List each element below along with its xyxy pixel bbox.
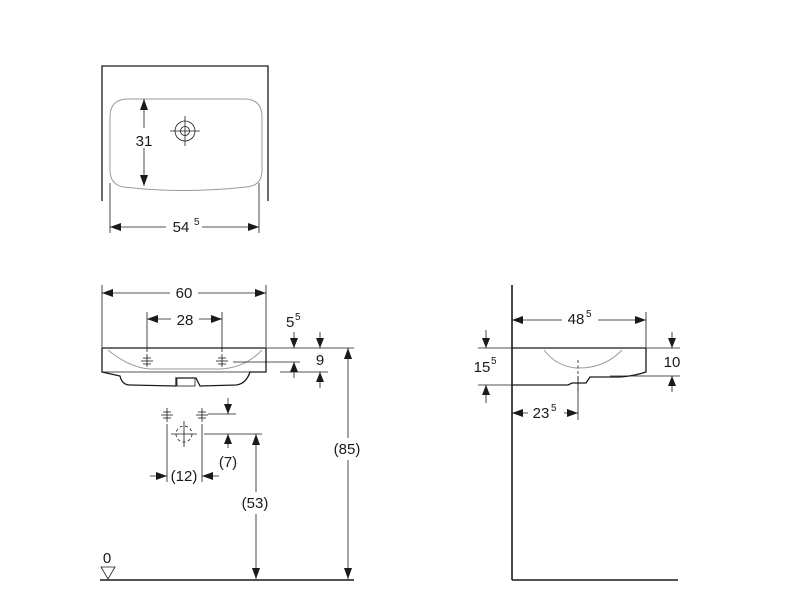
dim-side-thickness-label: 10 xyxy=(664,354,681,371)
dimension-overall-height: (85) xyxy=(330,348,366,579)
dimension-total-width: 60 xyxy=(101,282,267,347)
top-view-outline xyxy=(101,65,269,201)
dim-drain-height-label: (53) xyxy=(242,495,269,512)
dim-supply-height-label: (7) xyxy=(219,454,237,471)
dim-side-depth-sup: 5 xyxy=(586,309,592,320)
dim-bowl-width-sup: 5 xyxy=(194,217,200,228)
dimension-drain-distance: 23 5 xyxy=(512,392,579,423)
dim-side-height-label: 15 xyxy=(474,359,491,376)
floor-level: 0 xyxy=(100,550,354,581)
dim-rim-offset-label: 5 xyxy=(286,314,294,331)
front-view-basin xyxy=(101,347,267,387)
supply-cold-icon xyxy=(161,408,173,422)
dimension-rim: 5 5 9 xyxy=(233,312,354,388)
dimension-drain-height: (53) xyxy=(238,434,274,579)
dim-drain-distance-label: 23 xyxy=(533,405,550,422)
side-view-basin xyxy=(512,347,647,386)
front-view: 60 28 5 5 9 xyxy=(100,282,366,581)
dim-tap-spacing-label: 28 xyxy=(177,312,194,329)
top-view-bowl xyxy=(109,98,263,191)
tap-hole-right-icon xyxy=(216,354,228,367)
dim-overall-height-label: (85) xyxy=(334,441,361,458)
dimension-bowl-width: 54 5 xyxy=(109,183,260,237)
dim-side-height-sup: 5 xyxy=(491,356,497,367)
dimension-supply-spacing: (12) xyxy=(150,424,219,485)
top-view: 31 54 5 xyxy=(101,65,269,237)
dimension-side-thickness: 10 xyxy=(610,332,680,392)
dimension-side-height: 15 5 xyxy=(474,330,512,403)
tap-hole-icon xyxy=(170,116,200,146)
dim-rim-offset-sup: 5 xyxy=(295,312,301,323)
dim-total-width-label: 60 xyxy=(176,285,193,302)
dimension-tap-spacing: 28 xyxy=(146,309,223,352)
drain-outlet-icon xyxy=(171,421,197,447)
dim-drain-distance-sup: 5 xyxy=(551,403,557,414)
dim-supply-spacing-label: (12) xyxy=(171,468,198,485)
tap-hole-left-icon xyxy=(141,354,153,367)
dim-rim-height-label: 9 xyxy=(316,352,324,369)
dim-side-depth-label: 48 xyxy=(568,311,585,328)
dimension-bowl-depth: 31 xyxy=(131,99,157,186)
floor-level-label: 0 xyxy=(103,550,111,567)
supply-hot-icon xyxy=(196,408,208,422)
side-view: 48 5 15 5 10 xyxy=(474,285,680,581)
dimension-side-depth: 48 5 xyxy=(512,309,647,347)
dim-bowl-width-label: 54 xyxy=(173,219,190,236)
dim-bowl-depth-label: 31 xyxy=(136,133,153,150)
